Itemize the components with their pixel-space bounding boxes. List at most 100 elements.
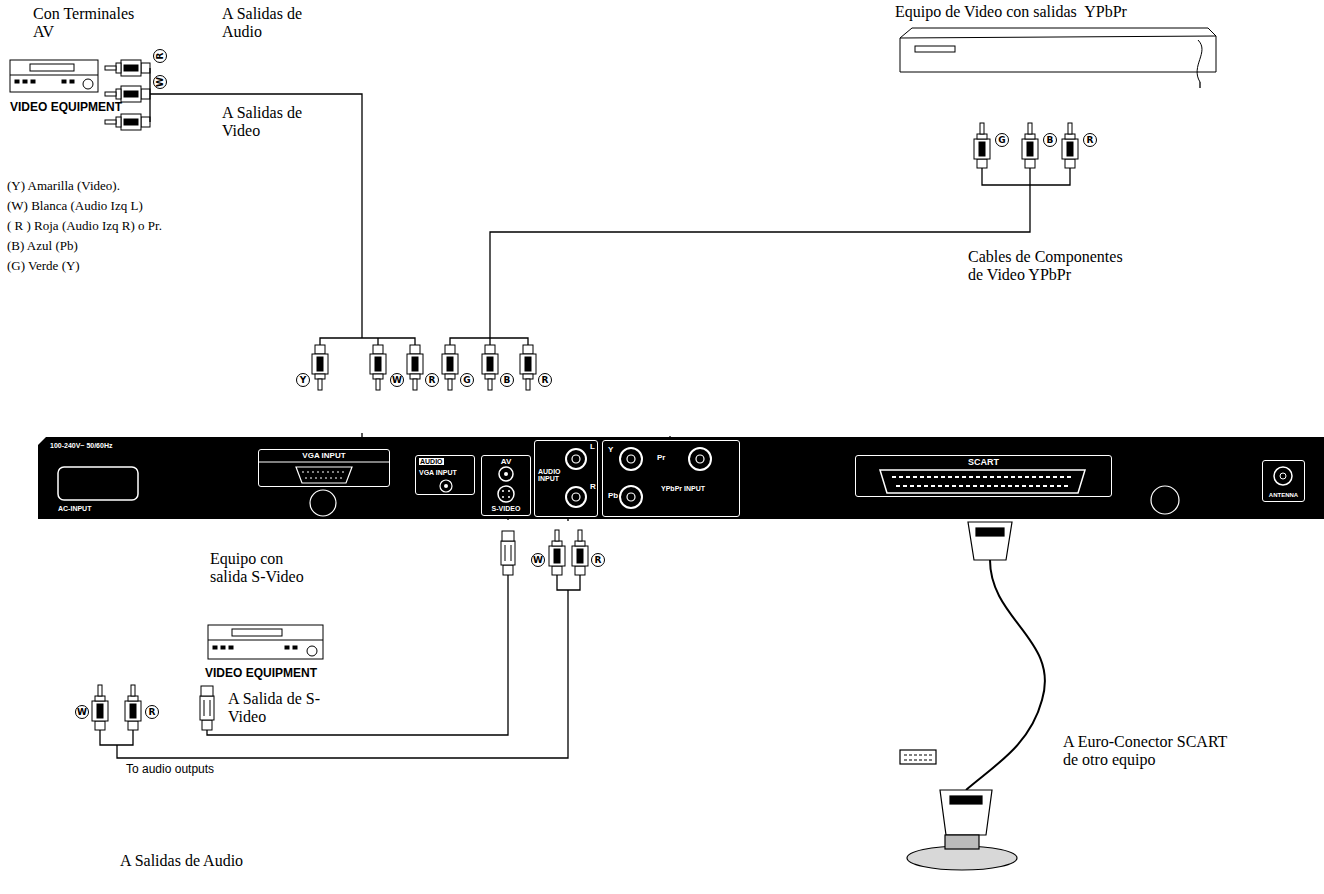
plug-letter: W — [531, 553, 545, 567]
plug-letter: G — [460, 373, 474, 387]
scart-cable-drawing — [945, 835, 979, 849]
panel-label: YPbPr INPUT — [661, 485, 705, 492]
back-panel-drawing — [880, 470, 1085, 493]
component-device-drawing — [900, 28, 1216, 72]
rca-plug — [312, 345, 328, 390]
panel-label: VGA INPUT — [259, 451, 389, 460]
color-key-text: (W) Blanca (Audio Izq L) — [7, 198, 143, 214]
panel-label: AUDIO INPUT — [538, 468, 565, 482]
plug-letter: W — [75, 705, 89, 719]
scart-cable-drawing — [976, 528, 1004, 536]
panel-label: 100-240V~ 50/60Hz — [50, 442, 112, 449]
panel-label: Pr — [657, 453, 665, 462]
plug-letter: G — [995, 133, 1009, 147]
back-panel-drawing — [498, 486, 514, 502]
callout-text: A Salida de S-Video — [228, 690, 340, 726]
back-panel-drawing — [1274, 467, 1292, 485]
back-panel-drawing — [696, 455, 704, 463]
video-device-drawing — [10, 60, 98, 92]
plug-letter: R — [538, 373, 552, 387]
panel-label: S-VIDEO — [482, 505, 530, 512]
svideo-device-drawing — [208, 625, 323, 659]
rca-plug — [1022, 123, 1038, 168]
back-panel-drawing — [502, 496, 504, 498]
audio-port: AUDIOVGA INPUT — [415, 455, 475, 495]
rca-plug — [92, 685, 108, 730]
back-panel-drawing — [508, 496, 510, 498]
component-device-drawing — [915, 46, 955, 52]
panel-label: L — [590, 442, 595, 451]
back-panel-drawing — [572, 493, 580, 501]
plug-letter: Y — [296, 373, 310, 387]
svideo-device-drawing — [307, 646, 317, 656]
color-key-text: (Y) Amarilla (Video). — [7, 178, 120, 194]
back-panel-drawing — [566, 487, 586, 507]
device-name: VIDEO EQUIPMENT — [205, 666, 317, 680]
video-device-drawing — [62, 80, 66, 83]
plug-letter: R — [153, 49, 167, 63]
back-panel-drawing — [1151, 486, 1179, 514]
plug-letter: R — [1083, 133, 1097, 147]
back-panel-drawing — [444, 484, 448, 488]
video-device-drawing — [15, 80, 19, 83]
rca-plug — [370, 345, 386, 390]
panel-label: R — [590, 482, 596, 491]
plug-letter: B — [1043, 133, 1057, 147]
panel-label: AV — [482, 457, 530, 466]
rca-plug — [482, 345, 498, 390]
back-panel-drawing — [892, 476, 1073, 478]
rca-plug — [1062, 123, 1078, 168]
back-panel-drawing — [440, 480, 452, 492]
back-panel-drawing — [620, 448, 642, 470]
rca-plug — [312, 345, 536, 390]
svideo-device-drawing — [208, 625, 323, 659]
scart-cable-drawing — [904, 754, 932, 755]
component-device-drawing — [1197, 40, 1202, 82]
back-panel-drawing — [502, 490, 504, 492]
back-panel-drawing — [258, 462, 390, 463]
rca-plug — [572, 530, 588, 575]
back-panel-drawing — [310, 490, 336, 516]
rca-plug — [549, 530, 565, 575]
scart-port: SCART — [855, 455, 1112, 497]
video-device-drawing — [31, 80, 35, 83]
video-equipment: Con Terminales AVVIDEO EQUIPMENT — [5, 5, 170, 118]
callout-text: Cables de Componentes de Video YPbPr — [968, 248, 1133, 284]
svideo-device-drawing — [232, 629, 282, 636]
av-port: AV S-VIDEO — [481, 455, 531, 516]
scart-cable-drawing — [900, 750, 936, 764]
back-panel-drawing — [627, 455, 635, 463]
back-panel-drawing — [296, 467, 352, 483]
back-panel-drawing — [689, 448, 711, 470]
antenna-port: ANTENNA — [1262, 460, 1305, 502]
svideo-device-drawing — [293, 646, 297, 649]
back-panel-drawing — [58, 467, 138, 500]
scart-cable-drawing — [968, 522, 1012, 560]
panel-label: AC-INPUT — [58, 505, 91, 512]
video-device-drawing — [23, 80, 27, 83]
callout-text: A Salidas de Audio — [222, 5, 330, 41]
back-panel-drawing — [499, 467, 513, 481]
color-key-text: ( R ) Roja (Audio Izq R) o Pr. — [7, 218, 162, 234]
video-equipment: Equipo de Video con salidas YPbPr — [890, 0, 1225, 82]
video-equipment: Equipo con salida S-VideoVIDEO EQUIPMENT — [80, 548, 330, 682]
svideo-plug — [501, 531, 515, 575]
plug-letter: B — [500, 373, 514, 387]
vga-port: VGA INPUT — [258, 449, 390, 487]
callout-text: A Salidas de Video — [222, 104, 330, 140]
svideo-device-drawing — [213, 646, 217, 649]
rca-plug — [105, 60, 150, 76]
plug-letter: W — [153, 75, 167, 89]
plug-letter: R — [145, 705, 159, 719]
plug-letter: R — [425, 373, 439, 387]
plug-letter: W — [390, 373, 404, 387]
back-panel: 100-240V~ 50/60HzAC-INPUT VGA INPUT AUDIOV… — [38, 437, 1324, 519]
rca-plug — [105, 60, 150, 130]
component-device-drawing — [900, 28, 1216, 82]
cable-connector — [117, 517, 568, 758]
back-panel-drawing — [305, 478, 343, 479]
cable-connector — [207, 516, 508, 735]
back-panel-drawing — [896, 485, 1069, 487]
rca-plug — [442, 345, 458, 390]
back-panel-drawing — [302, 472, 346, 473]
